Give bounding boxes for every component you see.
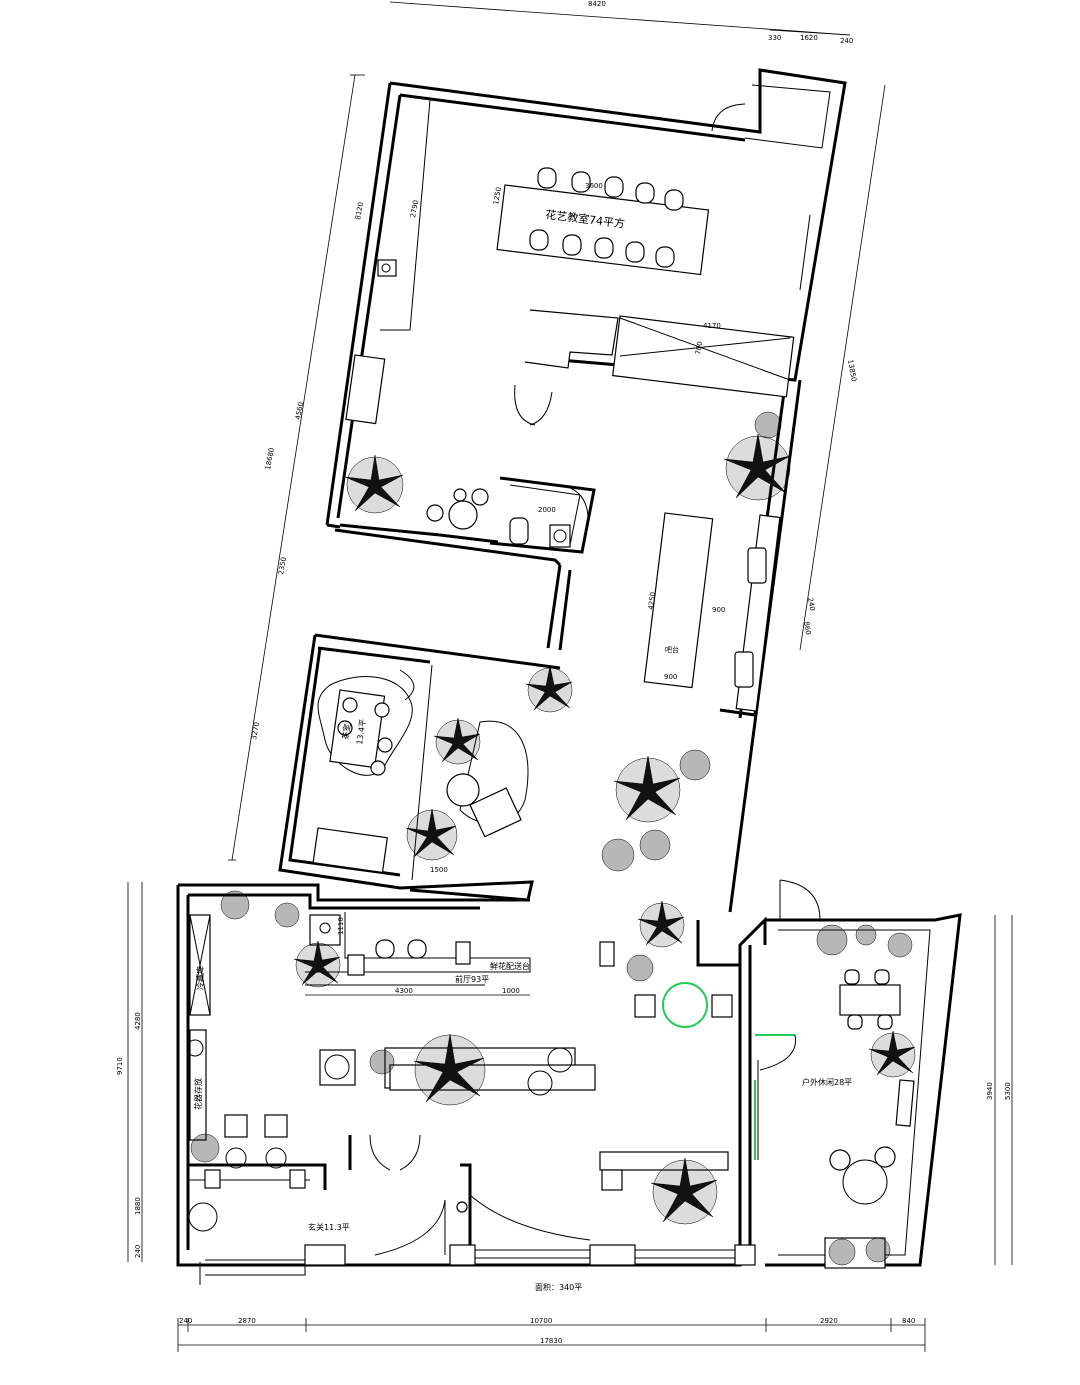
dim-table-h: 1250 [492, 186, 503, 205]
plant-icon [413, 1033, 486, 1106]
dim-top-c: 240 [840, 37, 853, 45]
plant-icon [887, 932, 913, 958]
dim-window: 4170 [703, 322, 721, 330]
upper-walls [278, 68, 847, 913]
classroom-table: 花艺教室74平方 3600 1250 2790 4170 700 [409, 167, 721, 356]
dim-table-w: 3600 [585, 182, 603, 190]
dim-window-h: 700 [694, 341, 704, 356]
plant-icon [650, 1157, 718, 1225]
plant-icon [190, 1133, 220, 1163]
dim-bottom-b: 2870 [238, 1317, 256, 1325]
dim-right-a: 240 [806, 597, 816, 612]
dim-bl-b: 1880 [134, 1197, 142, 1215]
plant-icon [865, 1237, 891, 1263]
stools [426, 488, 489, 530]
dim-right-main: 13850 [846, 359, 858, 382]
plant-icon [274, 902, 300, 928]
dim-bottom-c: 10700 [530, 1317, 552, 1325]
dim-top-b: 1620 [800, 34, 818, 42]
plant-icon [868, 1030, 916, 1078]
bar-label: 吧台 [665, 645, 679, 654]
tea-room: 茶室 13.4平 1500 [312, 669, 529, 874]
entrance-label: 玄关11.3平 [308, 1222, 350, 1232]
dim-lobby-4300: 4300 [395, 987, 413, 995]
plant-icon [344, 454, 404, 514]
cold-storage-label: 冷藏库 [195, 966, 205, 990]
plant-icon [639, 829, 671, 861]
dim-lobby-1000: 1000 [502, 987, 520, 995]
dim-bottom-d: 2920 [820, 1317, 838, 1325]
counter-label: 鲜花配送台 [490, 961, 530, 971]
plant-icon [293, 940, 341, 988]
dim-tea: 1500 [430, 866, 448, 874]
dim-bar-b: 900 [664, 673, 677, 681]
dim-top-total: 8420 [588, 0, 606, 8]
dim-bottom-e: 840 [902, 1317, 915, 1325]
plant-icon [679, 749, 711, 781]
plant-icon [855, 924, 877, 946]
flower-counter: 前厅93平 鲜花配送台 4300 1000 1110 [305, 912, 615, 996]
plant-icon [369, 1049, 395, 1075]
plant-icon [613, 755, 681, 823]
plant-icon [754, 411, 782, 439]
plant-icon [525, 665, 573, 713]
plants [190, 411, 916, 1266]
dim-left-total: 18680 [264, 447, 276, 470]
dim-lobby-v: 1110 [337, 917, 345, 935]
tea-room-label-2: 13.4平 [355, 718, 368, 745]
dim-left-a: 8120 [354, 201, 365, 220]
dim-inner-2790: 2790 [409, 199, 420, 218]
plant-icon [828, 1238, 856, 1266]
plant-icon [220, 890, 250, 920]
dim-bl-c: 240 [134, 1245, 142, 1258]
outdoor-furniture: 户外休闲28平 [802, 969, 915, 1269]
outdoor-label: 户外休闲28平 [802, 1077, 852, 1087]
dim-bl-total: 9710 [116, 1057, 124, 1075]
dim-br-a: 3940 [986, 1082, 994, 1100]
storage-label: 花器存放 [193, 1078, 203, 1110]
plant-icon [816, 924, 848, 956]
dim-island: 4250 [647, 592, 657, 611]
green-door[interactable] [754, 1034, 795, 1160]
chairs [529, 167, 684, 268]
dim-bath: 2000 [538, 506, 556, 514]
tea-room-label-1: 茶室 [340, 723, 352, 740]
dim-bar-a: 900 [712, 606, 725, 614]
plant-icon [626, 954, 654, 982]
plant-icon [433, 717, 481, 765]
hall-label: 前厅93平 [455, 974, 489, 984]
bathroom-fixtures: 2000 [377, 259, 571, 548]
dim-left-b: 4560 [294, 401, 305, 420]
dim-bottom-a: 240 [179, 1317, 192, 1325]
dim-bl-a: 4280 [134, 1012, 142, 1030]
display-tables [319, 1047, 729, 1191]
cold-storage: 冷藏库 花器存放 [189, 914, 211, 1141]
dim-top-a: 330 [768, 34, 781, 42]
dimension-lines: 8420 330 1620 240 18680 8120 4560 2350 3… [116, 0, 1013, 1352]
total-area-label: 面积：340平 [535, 1282, 582, 1292]
kitchen-island: 4250 900 900 吧台 [643, 512, 781, 712]
entrance-chairs [186, 1039, 468, 1232]
plant-icon [723, 433, 791, 501]
round-table [634, 982, 733, 1028]
dim-left-d: 3270 [250, 721, 261, 740]
plant-icon [405, 808, 458, 861]
dim-left-c: 2350 [277, 556, 288, 575]
dim-br-total: 5300 [1004, 1082, 1012, 1100]
dim-bottom-total: 17830 [540, 1337, 562, 1345]
dim-right-b: 860 [802, 621, 812, 636]
plant-icon [637, 900, 685, 948]
plant-icon [601, 838, 635, 872]
